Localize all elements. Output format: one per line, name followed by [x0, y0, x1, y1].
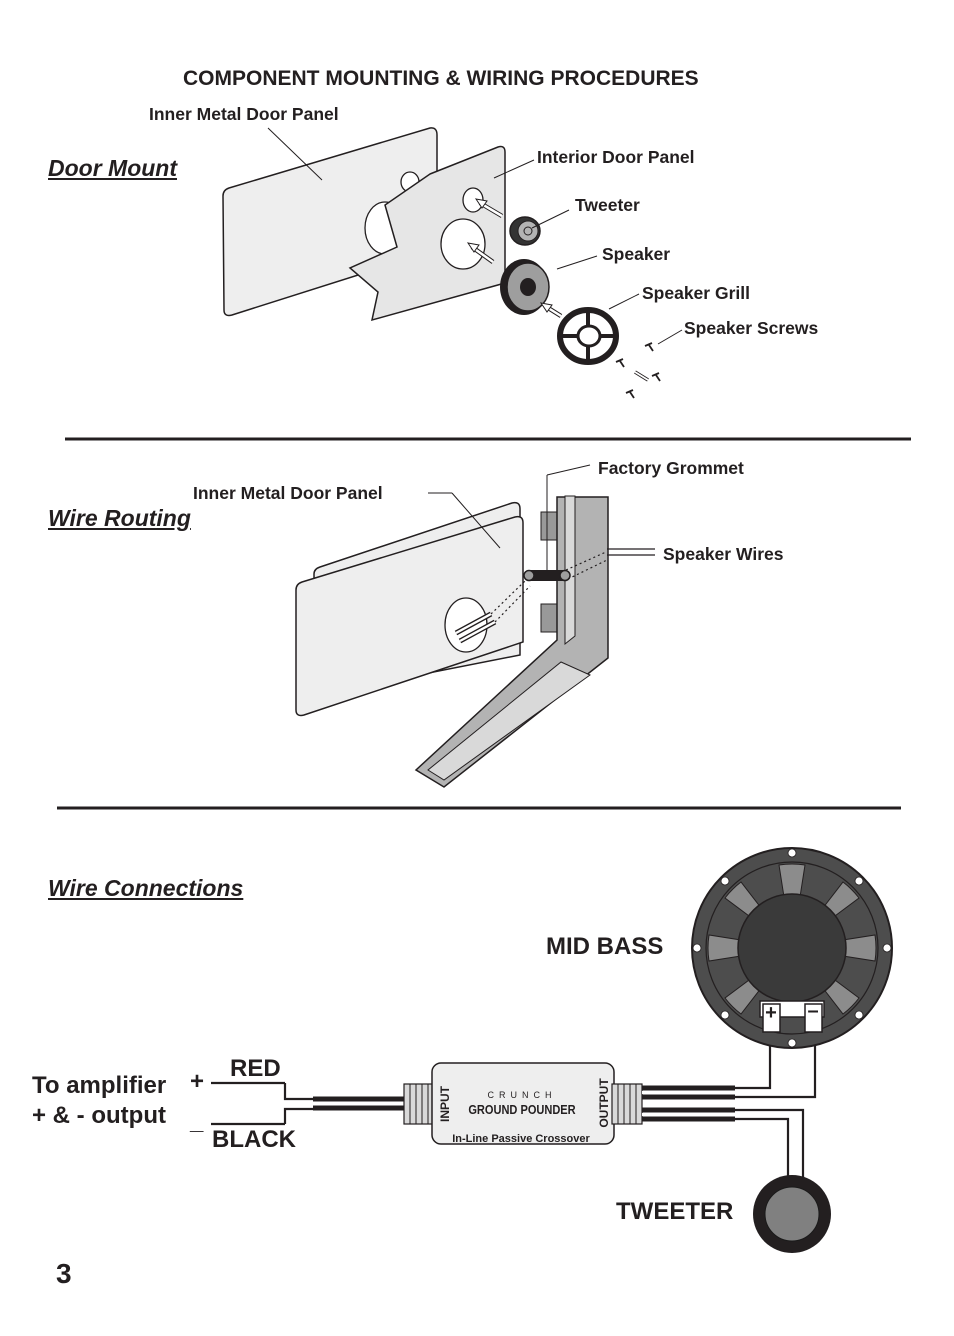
tweeter-part [509, 216, 541, 246]
tweeter-speaker [753, 1175, 831, 1253]
crossover-output-label: OUTPUT [597, 1078, 611, 1128]
wire-routing-inner-panel-label: Inner Metal Door Panel [193, 483, 383, 503]
door-frame [414, 496, 609, 788]
amp-minus-sign: _ [190, 1108, 204, 1135]
speaker-part [500, 259, 550, 315]
amplifier-label-line2: + & - output [32, 1102, 166, 1129]
terminal-plus: + [765, 1002, 777, 1024]
page-title: COMPONENT MOUNTING & WIRING PROCEDURES [183, 67, 699, 90]
door-mount-heading: Door Mount [48, 155, 178, 181]
wire-connections-illustration: + – CRUNCH GROUND POUNDER In-Line Passiv… [211, 847, 893, 1253]
speaker-screws-label: Speaker Screws [684, 318, 819, 338]
speaker-label: Speaker [602, 244, 671, 264]
mid-bass-speaker: + – [691, 847, 893, 1049]
tweeter-connection-label: TWEETER [616, 1198, 734, 1225]
speaker-grill-part [557, 307, 619, 365]
factory-grommet-label: Factory Grommet [598, 458, 744, 478]
interior-door-panel [348, 145, 506, 322]
mid-bass-label: MID BASS [546, 933, 664, 960]
wire-routing-heading: Wire Routing [48, 505, 191, 531]
tweeter-label: Tweeter [575, 195, 640, 215]
interior-door-panel-label: Interior Door Panel [537, 147, 695, 167]
input-strain-relief [403, 1083, 435, 1125]
inner-metal-door-panel-label: Inner Metal Door Panel [149, 104, 339, 124]
crossover-caption: In-Line Passive Crossover [452, 1133, 590, 1145]
amplifier-label-line1: To amplifier [32, 1072, 167, 1099]
inner-metal-door-panel [295, 515, 524, 717]
black-wire-label: BLACK [212, 1126, 296, 1153]
factory-grommet [523, 569, 571, 582]
door-mount-illustration [222, 127, 683, 399]
speaker-grill-label: Speaker Grill [642, 283, 750, 303]
crossover-model: GROUND POUNDER [468, 1102, 576, 1117]
crossover-brand: CRUNCH [488, 1090, 557, 1100]
crossover-input-label: INPUT [438, 1085, 452, 1122]
speaker-screws-part [615, 342, 661, 399]
wire-routing-illustration [295, 464, 655, 788]
page-number: 3 [56, 1258, 72, 1289]
speaker-wires-label: Speaker Wires [663, 544, 784, 564]
terminal-minus: – [807, 1000, 818, 1022]
wire-connections-heading: Wire Connections [48, 875, 244, 901]
output-strain-relief [611, 1083, 643, 1125]
amp-plus-sign: + [190, 1068, 205, 1095]
red-wire-label: RED [230, 1055, 281, 1082]
inner-metal-door-panel [222, 127, 438, 317]
